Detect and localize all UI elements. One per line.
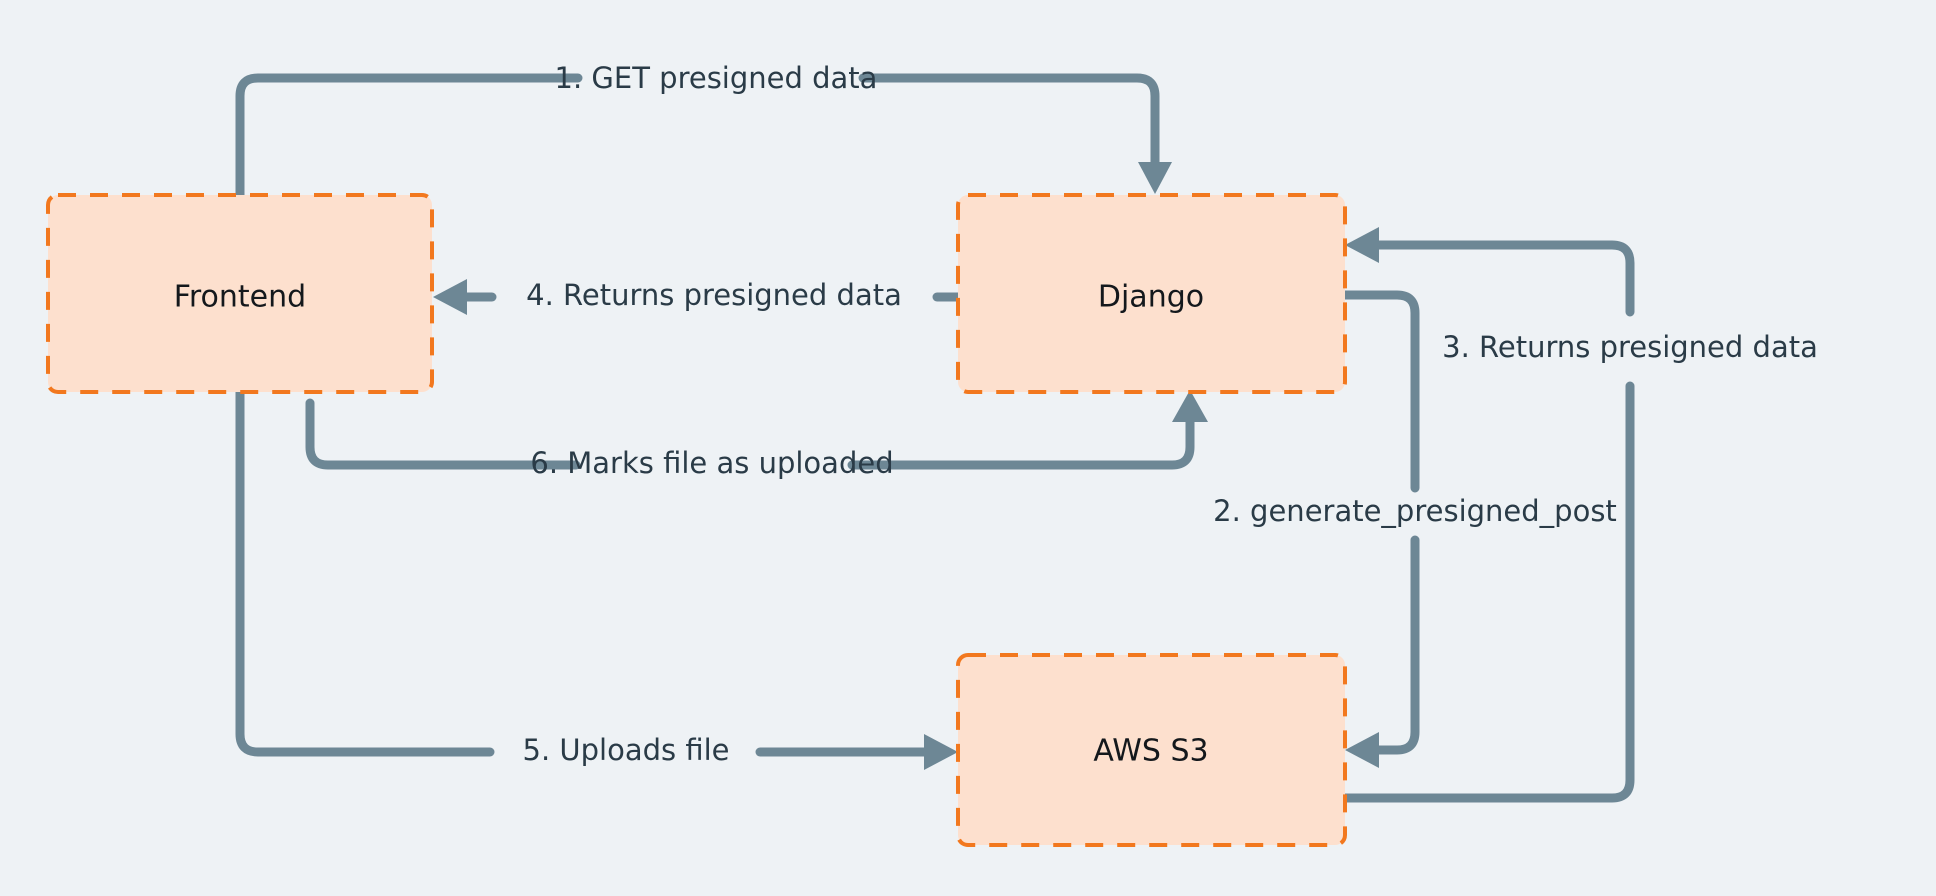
edge-4-label: 4. Returns presigned data [526, 278, 902, 312]
edge-5-uploads-file: 5. Uploads file [235, 387, 958, 770]
edge-5-arrowhead [924, 734, 958, 770]
edge-2-segment-top [1340, 290, 1420, 493]
node-django-label: Django [1098, 280, 1204, 315]
node-frontend[interactable]: Frontend [46, 193, 434, 394]
edge-5-segment-left [235, 387, 495, 757]
node-frontend-label: Frontend [174, 280, 306, 315]
node-aws-s3[interactable]: AWS S3 [956, 653, 1347, 847]
edge-4-returns-presigned-data: 4. Returns presigned data [433, 278, 963, 315]
edge-3-segment-bottom [1340, 381, 1635, 803]
edge-1-arrowhead [1138, 162, 1172, 194]
edge-2-segment-bottom [1370, 535, 1420, 755]
edge-4-arrowhead [433, 279, 467, 315]
edge-1-segment-left [235, 73, 583, 200]
edge-1-label: 1. GET presigned data [555, 61, 878, 95]
node-aws-s3-label: AWS S3 [1093, 734, 1208, 769]
edge-1-segment-right [858, 73, 1160, 173]
edge-3-returns-presigned-data: 3. Returns presigned data [1340, 227, 1818, 803]
node-django[interactable]: Django [956, 193, 1347, 394]
edge-6-segment-right [847, 413, 1195, 470]
edge-6-segment-left [305, 398, 581, 470]
edge-6-label: 6. Marks file as uploaded [530, 446, 893, 480]
edge-3-segment-top [1370, 240, 1635, 317]
edge-6-marks-file-as-uploaded: 6. Marks file as uploaded [305, 390, 1208, 480]
node-frontend-box[interactable] [46, 193, 434, 394]
edge-3-arrowhead [1345, 227, 1379, 263]
edge-3-label: 3. Returns presigned data [1442, 330, 1818, 364]
edge-5-label: 5. Uploads file [523, 733, 730, 767]
edge-1-get-presigned-data: 1. GET presigned data [235, 61, 1172, 200]
edge-2-arrowhead [1345, 732, 1379, 768]
edge-6-arrowhead [1172, 390, 1208, 422]
node-django-box[interactable] [956, 193, 1347, 394]
node-aws-s3-box[interactable] [956, 653, 1347, 847]
edge-2-label: 2. generate_presigned_post [1213, 494, 1617, 528]
edge-2-generate-presigned-post: 2. generate_presigned_post [1213, 290, 1617, 768]
